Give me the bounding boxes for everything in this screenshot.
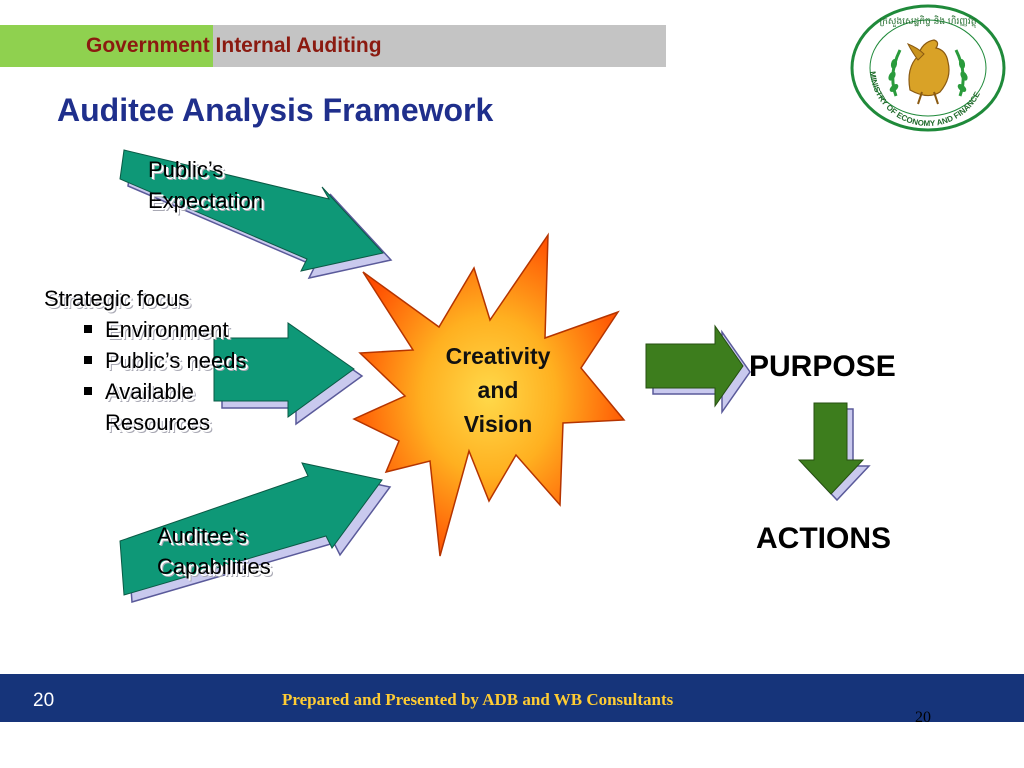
- header-grey-block: [213, 25, 666, 67]
- header-title: Government Internal Auditing: [86, 34, 382, 57]
- arrow-strategic-focus: [213, 322, 364, 426]
- strategic-focus-block: Strategic focus Environment Public’s nee…: [44, 283, 255, 438]
- center-label-line1: Creativity: [445, 343, 551, 369]
- center-label: Creativity and Vision: [424, 339, 572, 441]
- label-public-expectation-line2: Expectation: [148, 188, 263, 213]
- label-auditee-capabilities-line2: Capabilities: [157, 554, 271, 579]
- page-number: 20: [915, 709, 931, 726]
- creativity-starburst: [352, 232, 626, 557]
- purpose-label: PURPOSE: [749, 350, 896, 383]
- ministry-seal-emblem-icon: MINISTRY OF ECONOMY AND FINANCE ក្រសួងសេ…: [850, 4, 1006, 132]
- header-accent-block: [0, 25, 213, 67]
- label-auditee-capabilities: Auditee’s Capabilities: [157, 520, 271, 582]
- list-item: Environment: [82, 314, 255, 345]
- center-label-line3: Vision: [463, 411, 533, 437]
- arrow-to-purpose: [645, 324, 751, 415]
- center-label-line2: and: [477, 377, 519, 403]
- arrow-public-expectation: [119, 149, 393, 280]
- list-item: Available Resources: [82, 376, 255, 438]
- list-item: Public’s needs: [82, 345, 255, 376]
- label-public-expectation: Public’s Expectation: [148, 154, 263, 216]
- slide-title: Auditee Analysis Framework: [57, 92, 494, 128]
- footer-slide-number: 20: [33, 690, 55, 711]
- label-auditee-capabilities-line1: Auditee’s: [157, 523, 248, 548]
- actions-label: ACTIONS: [756, 522, 891, 555]
- arrow-auditee-capabilities: [119, 462, 392, 603]
- strategic-focus-heading: Strategic focus: [44, 286, 190, 311]
- label-public-expectation-line1: Public’s: [148, 157, 224, 182]
- strategic-focus-list: Environment Public’s needs Available Res…: [44, 314, 255, 438]
- header-bar: Government Internal Auditing: [0, 25, 666, 67]
- arrow-to-actions: [797, 402, 871, 502]
- logo-khmer-text: ក្រសួងសេដ្ឋកិច្ច និង ហិរញ្ញវត្ថុ: [880, 15, 977, 28]
- footer-credit: Prepared and Presented by ADB and WB Con…: [282, 690, 674, 709]
- footer-bar: 20 Prepared and Presented by ADB and WB …: [0, 674, 1024, 722]
